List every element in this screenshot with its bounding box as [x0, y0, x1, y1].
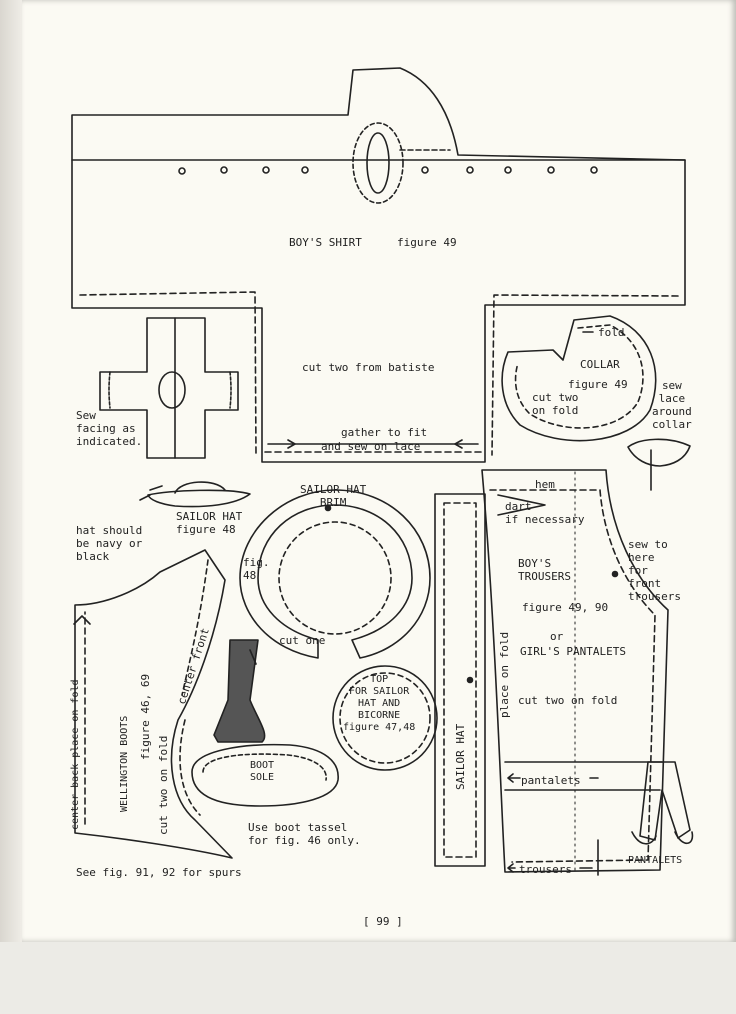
boot-sole-pattern — [191, 743, 339, 807]
collar-sketch — [627, 438, 691, 491]
brim-figure: fig. 48 — [243, 556, 270, 582]
hat-top-label: TOP FOR SAILOR HAT AND BICORNE figure 47… — [343, 674, 416, 733]
pantalets-caption: PANTALETS — [628, 855, 683, 866]
page-number: [ 99 ] — [363, 915, 403, 928]
wellington-boot-pattern — [73, 549, 233, 859]
shirt-figure: figure 49 — [397, 236, 457, 249]
hat-label: SAILOR HAT figure 48 — [176, 510, 243, 536]
hat-color-note: hat should be navy or black — [76, 524, 143, 563]
boot-sketch — [213, 639, 266, 743]
collar-cut-note: cut two on fold — [532, 391, 579, 417]
trousers-pattern — [481, 469, 669, 876]
trousers-title: BOY'S TROUSERS — [518, 557, 571, 583]
trousers-cut-note: cut two on fold — [518, 694, 618, 707]
trousers-dart-note: dart if necessary — [505, 500, 585, 526]
boot-tassel-note: Use boot tassel for fig. 46 only. — [248, 821, 361, 847]
shirt-pattern — [71, 67, 686, 463]
trousers-length-label: trousers — [519, 863, 572, 876]
sailor-hat-top — [332, 665, 438, 771]
collar-title: COLLAR — [580, 358, 620, 371]
scan-margin — [0, 942, 736, 1014]
brim-cut-note: cut one — [279, 634, 326, 647]
pantalets-sketch — [631, 761, 694, 845]
trousers-fold-label: place on fold — [498, 631, 511, 718]
pantalets-title: GIRL'S PANTALETS — [520, 645, 626, 658]
boots-title: WELLINGTON BOOTS — [119, 715, 130, 812]
facing-diagram — [99, 317, 239, 459]
hat-band-label: SAILOR HAT — [454, 723, 467, 790]
boot-back-fold-label: center back place on fold — [70, 679, 81, 830]
shirt-lace-note: and sew on lace — [321, 440, 421, 453]
sailor-hat-brim — [239, 489, 431, 659]
spurs-note: See fig. 91, 92 for spurs — [76, 866, 242, 879]
boots-cut-note: cut two on fold — [157, 735, 170, 835]
collar-pattern — [501, 315, 657, 442]
trousers-sew-note: sew to here for front trousers — [628, 538, 681, 603]
boot-sole-label: BOOT SOLE — [250, 760, 275, 783]
brim-title: SAILOR HAT BRIM — [300, 483, 367, 509]
page-paper — [22, 0, 736, 942]
book-spine-shadow — [0, 0, 22, 942]
collar-lace-note: sew lace around collar — [652, 379, 692, 431]
boots-figure: figure 46, 69 — [139, 673, 152, 760]
shirt-gather-note: gather to fit — [341, 426, 428, 439]
pantalets-length-label: pantalets — [521, 774, 581, 787]
trousers-hem-label: hem — [535, 478, 555, 491]
hat-sketch — [139, 481, 251, 508]
collar-figure: figure 49 — [568, 378, 628, 391]
sailor-hat-band — [434, 493, 486, 867]
shirt-cut-note: cut two from batiste — [302, 361, 435, 374]
trousers-figure: figure 49, 90 — [522, 601, 609, 614]
trousers-or: or — [550, 630, 564, 643]
collar-fold-label: fold — [598, 326, 625, 339]
shirt-title: BOY'S SHIRT — [289, 236, 362, 249]
facing-note: Sew facing as indicated. — [76, 409, 143, 448]
